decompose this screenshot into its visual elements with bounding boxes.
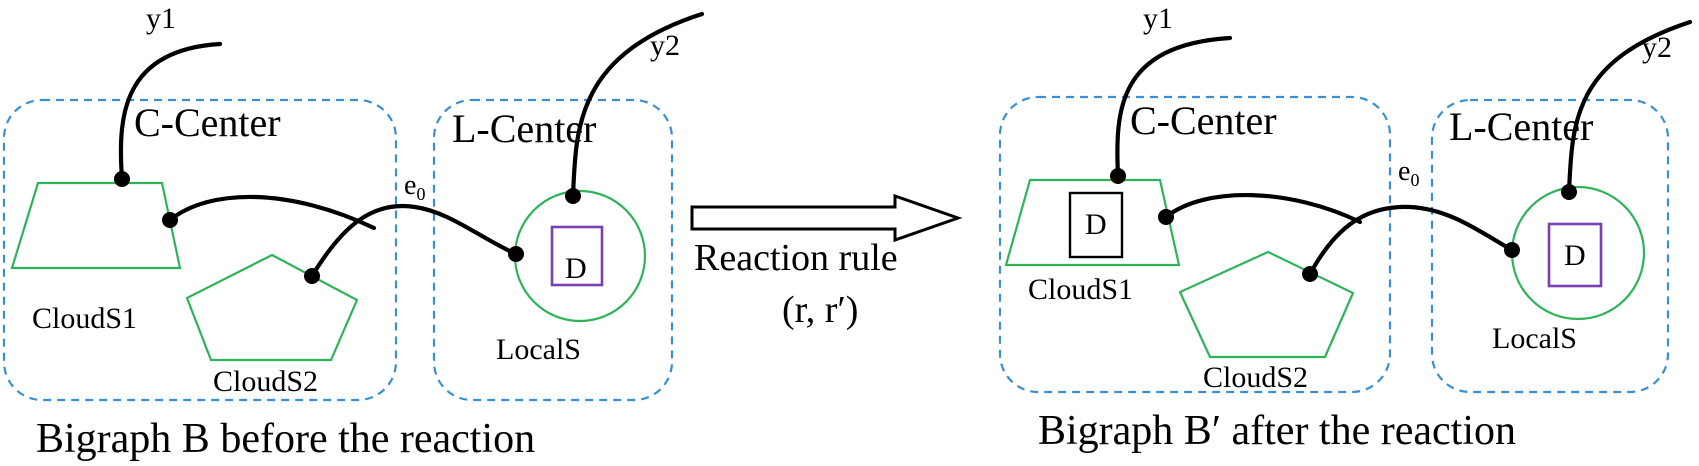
- port-clouds1-y1-before: [114, 171, 130, 187]
- caption-before: Bigraph B before the reaction: [36, 416, 535, 462]
- link-y1-before: [118, 41, 223, 182]
- edge-label-e0-after-base: e: [1398, 156, 1410, 187]
- node-label-clouds1-before: CloudS1: [32, 302, 137, 335]
- edge-label-e0-after: e0: [1398, 156, 1419, 190]
- reaction-rule-label: Reaction rule: [694, 237, 898, 279]
- edge-label-e0-before-base: e: [404, 170, 416, 201]
- port-clouds1-e0-before: [162, 212, 178, 228]
- outer-name-y2-after: y2: [1642, 31, 1672, 64]
- node-label-clouds2-before: CloudS2: [213, 365, 318, 398]
- link-y2-after: [1566, 19, 1693, 195]
- reaction-rule-params: (r, r′): [782, 289, 858, 331]
- region-label-l-center-after: L-Center: [1449, 104, 1593, 149]
- region-c-center-before: [2, 98, 398, 402]
- edge-e0-before-branch: [309, 203, 519, 279]
- bigraph-before: y1 y2 C-Center L-Center CloudS1 CloudS2 …: [2, 2, 705, 462]
- reaction-rule: Reaction rule (r, r′): [690, 193, 963, 331]
- edge-e0-after-branch: [1307, 204, 1515, 277]
- node-label-clouds1-after: CloudS1: [1028, 273, 1133, 306]
- port-locals-y2-after: [1561, 184, 1577, 200]
- node-data-in-clouds1-after: [1068, 191, 1124, 259]
- edge-label-e0-before: e0: [404, 170, 425, 204]
- node-clouds2-before: [185, 253, 359, 362]
- node-clouds2-after: [1178, 250, 1355, 359]
- reaction-arrow-icon: [690, 193, 963, 243]
- node-label-locals-after: LocalS: [1492, 322, 1577, 355]
- port-locals-e0-after: [1504, 242, 1520, 258]
- edge-e0-before: [167, 194, 377, 231]
- port-clouds2-e0-before: [304, 268, 320, 284]
- port-clouds2-e0-after: [1302, 266, 1318, 282]
- region-label-l-center-before: L-Center: [452, 106, 596, 151]
- node-clouds1-before: [10, 181, 182, 270]
- edge-e0-after: [1163, 192, 1363, 225]
- port-locals-y2-before: [565, 188, 581, 204]
- node-data-before: [550, 225, 604, 287]
- link-y1-after: [1115, 35, 1233, 179]
- edge-label-e0-after-sub: 0: [1410, 170, 1419, 190]
- caption-after: Bigraph B′ after the reaction: [1038, 408, 1516, 454]
- link-y2-before: [570, 11, 705, 199]
- region-c-center-after: [998, 95, 1392, 394]
- port-clouds1-e0-after: [1158, 209, 1174, 225]
- node-label-locals-before: LocalS: [496, 333, 581, 366]
- outer-name-y1-after: y1: [1143, 2, 1173, 35]
- region-l-center-after: [1430, 98, 1670, 394]
- node-label-clouds2-after: CloudS2: [1203, 361, 1308, 394]
- bigraph-after: y1 y2 C-Center L-Center CloudS1 CloudS2 …: [998, 2, 1693, 454]
- node-data-in-locals-after: [1547, 222, 1603, 288]
- region-label-c-center-before: C-Center: [134, 100, 281, 145]
- outer-name-y2-before: y2: [650, 29, 680, 62]
- outer-name-y1-before: y1: [146, 2, 176, 35]
- port-clouds1-y1-after: [1110, 168, 1126, 184]
- port-locals-e0-before: [508, 246, 524, 262]
- node-label-data-cloud-after: D: [1085, 208, 1107, 241]
- edge-label-e0-before-sub: 0: [416, 184, 425, 204]
- region-label-c-center-after: C-Center: [1130, 98, 1277, 143]
- node-label-data-before: D: [565, 252, 587, 285]
- node-label-data-local-after: D: [1564, 239, 1586, 272]
